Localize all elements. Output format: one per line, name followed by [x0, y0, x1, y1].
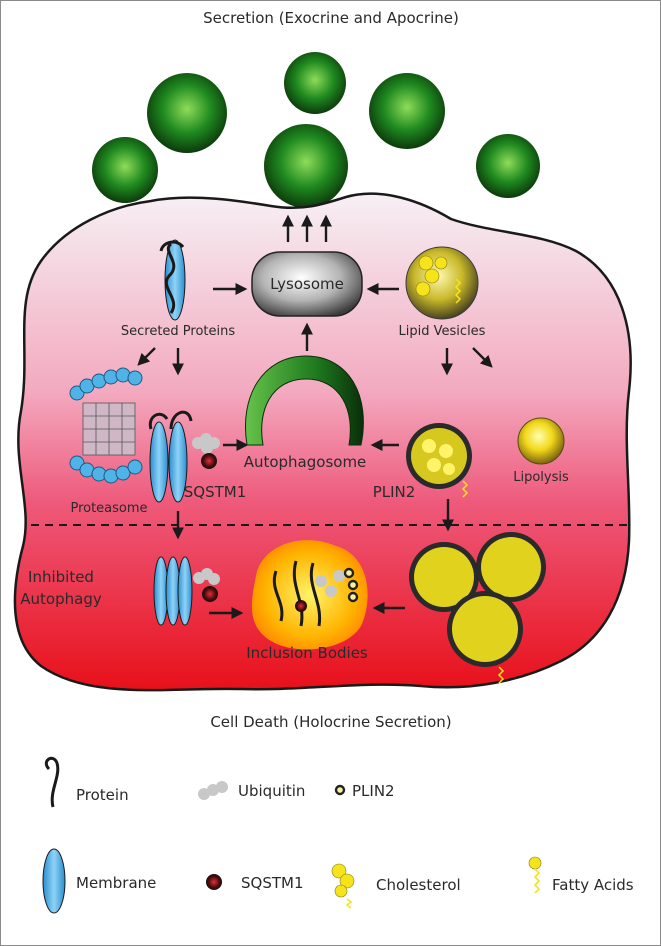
membrane-icon: [42, 848, 66, 914]
secretion-spheres: [92, 52, 540, 208]
legend-cholesterol: Cholesterol: [376, 876, 461, 894]
inclusion-bodies-label: Inclusion Bodies: [246, 644, 368, 662]
fatty-acids-icon: [528, 856, 542, 894]
lipid-droplet-cluster-icon: [409, 532, 546, 684]
legend-membrane: Membrane: [76, 874, 156, 892]
title-bottom: Cell Death (Holocrine Secretion): [210, 713, 451, 731]
inhibited-label: Inhibited: [28, 568, 94, 586]
plin2-icon: [334, 784, 346, 796]
legend-plin2: PLIN2: [352, 782, 395, 800]
legend-fatty-acids: Fatty Acids: [552, 876, 634, 894]
inclusion-bodies-icon: [251, 540, 368, 650]
lipid-vesicle-icon: [405, 246, 479, 320]
secretion-sphere: [92, 137, 158, 203]
sqstm1-icon: [206, 874, 222, 890]
plin2-label: PLIN2: [373, 483, 416, 501]
autophagosome-icon: [245, 355, 364, 446]
secretion-sphere: [369, 73, 445, 149]
proteasome-label: Proteasome: [70, 501, 147, 516]
protein-icon: [44, 756, 60, 808]
plin2-droplet-icon: [406, 423, 472, 498]
secretion-sphere: [476, 134, 540, 198]
lysosome: Lysosome: [251, 251, 363, 317]
proteasome-icon: [69, 367, 143, 484]
secretion-sphere: [264, 124, 348, 208]
legend: Protein Ubiquitin PLIN2 Membrane SQSTM1 …: [42, 756, 634, 914]
secretion-arrows: [282, 214, 332, 242]
cholesterol-icon: [331, 863, 355, 909]
legend-sqstm1: SQSTM1: [241, 874, 304, 892]
sqstm1-label: SQSTM1: [184, 483, 247, 501]
ubiquitin-icon: [198, 781, 228, 800]
lipolysis-droplet-icon: [517, 417, 565, 465]
legend-ubiquitin: Ubiquitin: [238, 782, 305, 800]
secreted-protein-icon: [159, 239, 186, 321]
title-top: Secretion (Exocrine and Apocrine): [203, 9, 459, 27]
lysosome-label: Lysosome: [270, 275, 344, 293]
aggregated-sqstm1-icon: [153, 556, 220, 626]
autophagy-label: Autophagy: [20, 590, 102, 608]
legend-protein: Protein: [76, 786, 129, 804]
secreted-proteins-label: Secreted Proteins: [121, 324, 236, 339]
lipid-vesicles-label: Lipid Vesicles: [399, 324, 486, 339]
sqstm1-complex-icon: [148, 410, 220, 503]
lipolysis-label: Lipolysis: [513, 470, 569, 485]
secretion-sphere: [284, 52, 346, 114]
secretion-sphere: [147, 73, 227, 153]
autophagosome-label: Autophagosome: [244, 453, 367, 471]
